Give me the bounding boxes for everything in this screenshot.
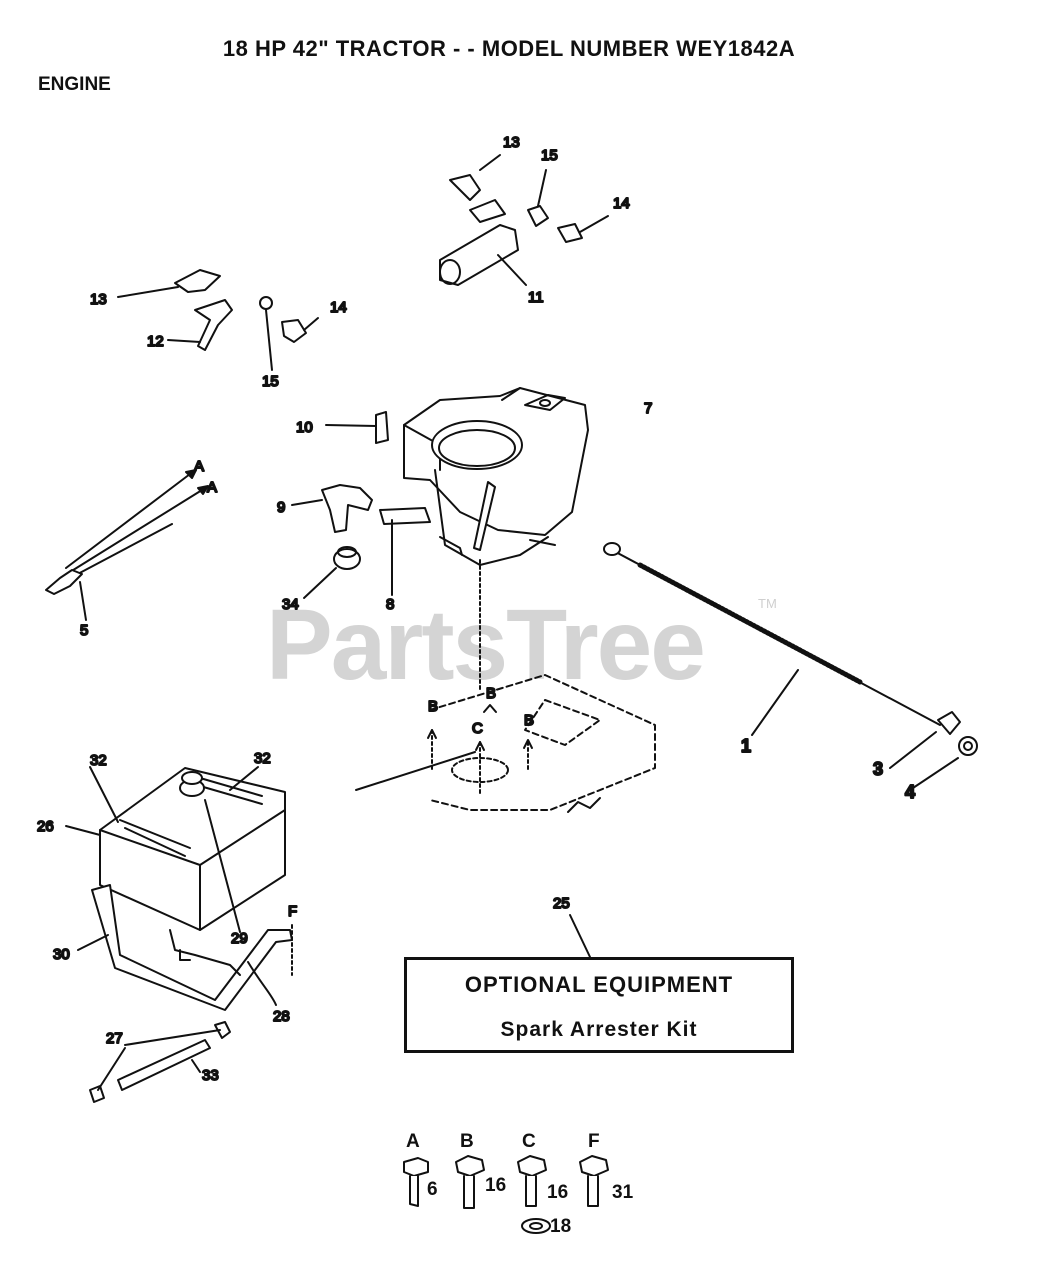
callout-11: 11 bbox=[528, 289, 544, 306]
callout-F: F bbox=[288, 903, 297, 920]
fastener-letter-b: B bbox=[460, 1131, 474, 1152]
fastener-letter-a: A bbox=[406, 1131, 420, 1152]
watermark-logo: PartsTree bbox=[266, 589, 706, 701]
callout-A: A bbox=[194, 458, 204, 475]
callout-26: 26 bbox=[37, 818, 54, 835]
callout-4: 4 bbox=[905, 782, 915, 802]
frame-plate bbox=[355, 674, 656, 813]
fastener-letter-c: C bbox=[522, 1131, 536, 1152]
callout-B: B bbox=[486, 685, 496, 702]
callout-3: 3 bbox=[873, 759, 883, 779]
fastener-part-b: 16 bbox=[485, 1175, 507, 1196]
callout-13: 13 bbox=[503, 134, 520, 151]
fastener-part-f: 31 bbox=[612, 1182, 634, 1203]
page-title: 18 HP 42" TRACTOR - - MODEL NUMBER WEY18… bbox=[222, 36, 796, 61]
callout-1: 1 bbox=[741, 736, 751, 756]
optional-equipment-title: OPTIONAL EQUIPMENT bbox=[464, 972, 734, 997]
callout-9: 9 bbox=[277, 499, 285, 516]
lever-part-12 bbox=[117, 269, 319, 371]
fastener-part-c: 16 bbox=[547, 1182, 569, 1203]
callout-5: 5 bbox=[80, 622, 88, 639]
callout-32: 32 bbox=[90, 752, 107, 769]
callout-15: 15 bbox=[541, 147, 558, 164]
callout-8: 8 bbox=[386, 596, 394, 613]
callout-12: 12 bbox=[147, 333, 164, 350]
optional-equipment-box: OPTIONAL EQUIPMENT Spark Arrester Kit bbox=[404, 957, 794, 1053]
throttle-cable-part-5 bbox=[45, 469, 209, 621]
optional-equipment-item: Spark Arrester Kit bbox=[500, 1018, 698, 1041]
callout-33: 33 bbox=[202, 1067, 219, 1084]
callout-28: 28 bbox=[273, 1008, 290, 1025]
callout-B: B bbox=[428, 698, 438, 715]
callout-29: 29 bbox=[231, 930, 248, 947]
washer-part: 18 bbox=[550, 1216, 572, 1237]
callout-13: 13 bbox=[90, 291, 107, 308]
drive-rod-part-1 bbox=[603, 542, 978, 791]
callout-14: 14 bbox=[613, 195, 630, 212]
callout-25: 25 bbox=[553, 895, 570, 912]
callout-C: C bbox=[472, 720, 483, 737]
watermark-trademark: TM bbox=[758, 596, 777, 611]
callout-10: 10 bbox=[296, 419, 313, 436]
callout-15: 15 bbox=[262, 373, 279, 390]
fastener-letter-f: F bbox=[588, 1131, 600, 1152]
fuel-line-part-33 bbox=[89, 1021, 231, 1103]
callout-27: 27 bbox=[106, 1030, 123, 1047]
fastener-bolts bbox=[403, 1155, 609, 1234]
tank-bracket-part-30 bbox=[77, 884, 293, 1011]
callout-14: 14 bbox=[330, 299, 347, 316]
fuel-tank-part-26 bbox=[65, 766, 286, 933]
muffler-part-11 bbox=[439, 154, 609, 286]
fastener-part-a: 6 bbox=[427, 1179, 438, 1200]
callout-34: 34 bbox=[282, 596, 299, 613]
callout-B: B bbox=[524, 712, 534, 729]
callout-A: A bbox=[207, 479, 217, 496]
callout-7: 7 bbox=[644, 400, 652, 417]
section-label: ENGINE bbox=[38, 74, 111, 95]
callout-30: 30 bbox=[53, 946, 70, 963]
callout-32: 32 bbox=[254, 750, 271, 767]
engine-part-7 bbox=[403, 387, 589, 566]
